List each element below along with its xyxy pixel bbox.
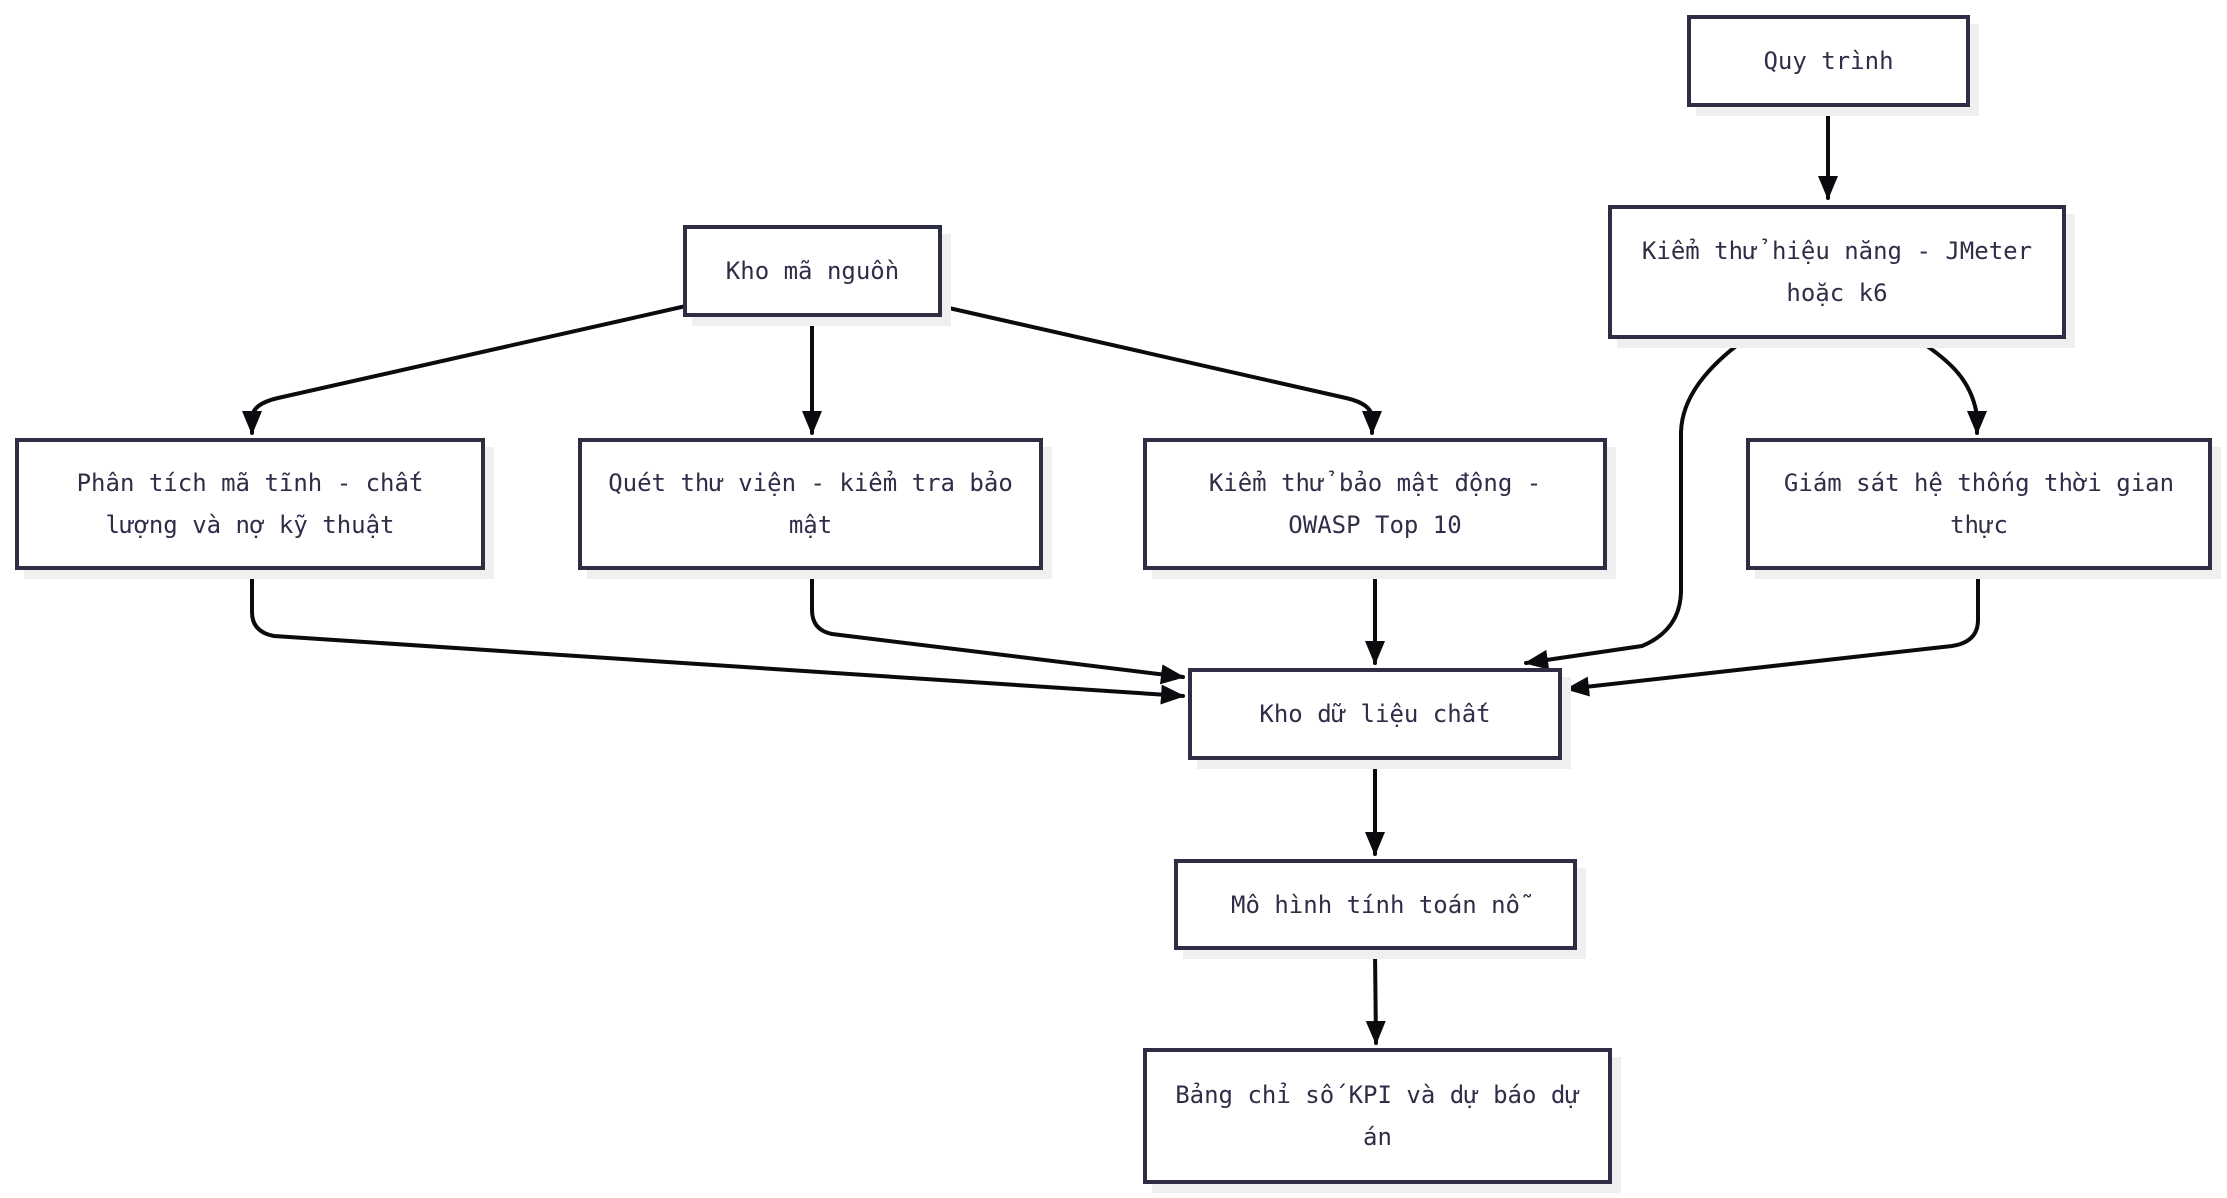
node-phan-tich-ma-tinh: Phân tích mã tĩnh - chất lượng và nợ kỹ … xyxy=(15,438,485,570)
edge-giam-sat-to-kho-du-lieu xyxy=(1565,570,1980,697)
node-kho-ma-nguon: Kho mã nguồn xyxy=(683,225,942,317)
node-quet-thu-vien: Quét thư viện - kiểm tra bảo mật xyxy=(578,438,1043,570)
node-quy-trinh: Quy trình xyxy=(1687,15,1970,107)
node-kiem-thu-hieu-nang: Kiểm thử hiệu năng - JMeter hoặc k6 xyxy=(1608,205,2066,339)
edge-kho-ma-to-phan-tich xyxy=(242,304,688,435)
node-bang-chi-so-kpi: Bảng chỉ số KPI và dự báo dự án xyxy=(1143,1048,1612,1184)
edge-kho-ma-to-owasp xyxy=(938,304,1382,435)
edge-jmeter-to-giam-sat xyxy=(1916,338,1987,435)
node-kho-du-lieu-chat: Kho dữ liệu chất xyxy=(1188,668,1562,760)
edge-quet-to-kho-du-lieu xyxy=(810,570,1185,685)
node-giam-sat-he-thong: Giám sát hệ thống thời gian thực xyxy=(1746,438,2212,570)
edge-jmeter-to-kho-du-lieu xyxy=(1524,338,1746,670)
edge-mo-hinh-to-bang-kpi xyxy=(1365,950,1386,1045)
node-kiem-thu-bao-mat-dong: Kiểm thử bảo mật động - OWASP Top 10 xyxy=(1143,438,1607,570)
node-mo-hinh-tinh-toan: Mô hình tính toán nỗ xyxy=(1174,859,1577,950)
edge-phan-tich-to-kho-du-lieu xyxy=(250,570,1185,705)
